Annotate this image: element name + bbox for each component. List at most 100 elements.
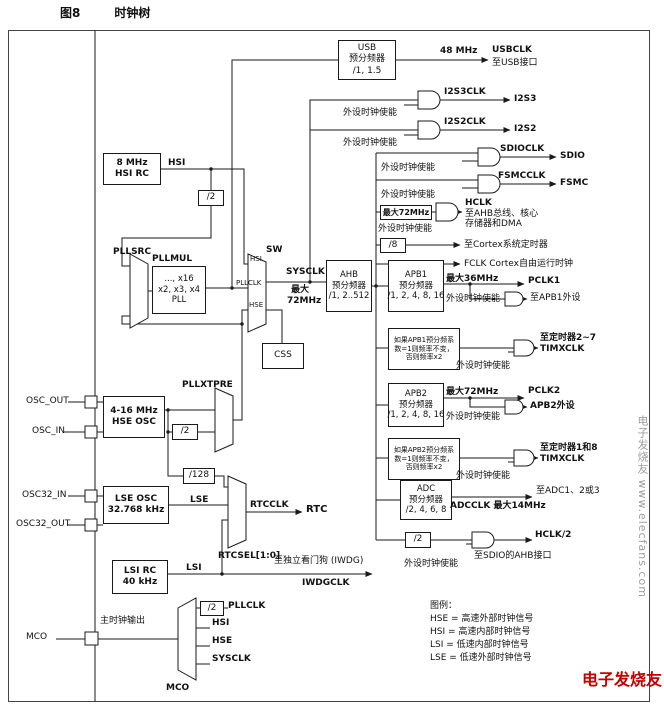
legend-item-2: LSI = 低速内部时钟信号 [430,640,529,650]
label-pclk2: PCLK2 [528,386,561,396]
label-pllxtpre: PLLXTPRE [182,380,233,390]
figure-name: 时钟树 [114,6,151,20]
label-osc-out: OSC_OUT [26,396,69,406]
legend-heading: 图例： [430,601,458,611]
label-en-sdio-ahb: 外设时钟使能 [404,559,459,569]
label-to-ahb-1: 至AHB总线、核心 [465,209,539,219]
label-en-i2s2: 外设时钟使能 [343,138,398,148]
label-hclk: HCLK [465,198,492,208]
wires [56,57,557,665]
label-sdioclk: SDIOCLK [500,144,545,154]
label-sw-in-pllclk: PLLCLK [236,279,262,287]
and-gates [417,90,535,549]
label-mco-in-hsi: HSI [212,618,230,628]
label-en-tim27: 外设时钟使能 [456,361,511,371]
watermark-vertical-text: 电子发烧友 www.elecfans.com [636,415,649,598]
label-pllsrc: PLLSRC [113,247,152,257]
legend-item-3: LSE = 低速外部时钟信号 [430,653,532,663]
hclk-and-gate [435,202,459,222]
site-logo: 电子发烧友 [582,670,663,689]
hse-div2-box: /2 [172,424,198,440]
label-i2s2: I2S2 [514,124,537,134]
label-en-hclk: 外设时钟使能 [378,224,433,234]
apb1-tim-note-box: 如果APB1预分频系数=1则频率不变，否则频率x2 [388,328,460,370]
label-to-tim27: 至定时器2~7 [540,333,597,343]
label-to-cortex-timer: 至Cortex系统定时器 [464,240,548,250]
label-to-adc: 至ADC1、2或3 [536,486,600,496]
pllsrc-mux [129,253,149,329]
label-sw: SW [266,245,283,255]
label-to-tim18: 至定时器1和8 [540,443,598,453]
label-sw-in-hse: HSE [249,301,264,309]
label-fsmc: FSMC [560,178,589,188]
mco-div2-box: /2 [200,601,224,616]
label-osc32-in: OSC32_IN [22,490,67,500]
mux-shapes [129,253,267,681]
label-fsmcclk: FSMCCLK [498,171,546,181]
fsmc-and-gate [477,174,501,194]
label-hclk2: HCLK/2 [535,530,572,540]
sw-mux [247,253,267,333]
css-box: CSS [262,343,304,369]
label-i2s3: I2S3 [514,94,537,104]
sdio-div2-box: /2 [405,532,431,548]
label-osc-in: OSC_IN [32,426,65,436]
label-en-tim18: 外设时钟使能 [456,471,511,481]
osc32-out-pin-pad [84,518,98,532]
i2s2-and-gate [417,120,441,140]
osc-out-pin-pad [84,395,98,409]
mco-mux [177,597,197,681]
sdio-ahb-and-gate [471,531,495,549]
label-osc32-out: OSC32_OUT [16,519,71,529]
label-fclk: FCLK Cortex自由运行时钟 [464,259,573,269]
label-sdio: SDIO [560,151,585,161]
label-sw-in-hsi: HSI [250,255,262,263]
label-rtc: RTC [306,504,328,515]
label-apb2-per: APB2外设 [530,401,575,411]
label-timxclk-2: TIMXCLK [540,454,585,464]
legend-item-1: HSI = 高速内部时钟信号 [430,627,531,637]
pin-pads [84,395,99,646]
label-to-ahb-2: 存储器和DMA [465,219,522,229]
hclk-max-box: 最大72MHz [380,205,432,220]
div8-box: /8 [380,238,406,253]
label-en-pclk1: 外设时钟使能 [446,294,501,304]
label-usbclk: USBCLK [492,45,532,55]
label-mco-pin: MCO [26,632,48,642]
rtcsel-mux [227,475,247,549]
label-en-i2s3: 外设时钟使能 [343,108,398,118]
legend-items: HSE = 高速外部时钟信号 HSI = 高速内部时钟信号 LSI = 低速内部时钟… [430,613,533,665]
label-to-iwdg: 至独立看门狗 (IWDG) [274,556,364,566]
tim27-and-gate [513,339,535,357]
label-to-usb: 至USB接口 [492,58,538,68]
label-sysclk: SYSCLK [286,267,325,277]
tim18-and-gate [513,449,535,467]
hsi-div2-box: /2 [198,190,224,206]
label-max36: 最大36MHz [446,274,499,284]
label-rtcsel: RTCSEL[1:0] [218,551,281,561]
legend-item-0: HSE = 高速外部时钟信号 [430,614,534,624]
pclk1-and-gate [504,291,524,307]
label-48mhz: 48 MHz [440,46,478,56]
figure-label: 图8 [60,6,81,20]
label-hsi: HSI [168,158,186,168]
diagram-border [8,30,650,702]
figure-caption: 图8 时钟树 [60,4,150,21]
mco-pin-pad [84,631,99,646]
label-mco-in-sysclk: SYSCLK [212,654,251,664]
div128-box: /128 [183,468,215,484]
label-pllmul: PLLMUL [152,254,193,264]
label-sysclk-72mhz: 72MHz [287,296,322,306]
label-timxclk-1: TIMXCLK [540,344,585,354]
label-main-clock-out: 主时钟输出 [100,616,146,626]
label-to-sdio-ahb: 至SDIO的AHB接口 [474,551,552,561]
label-en-fsmc: 外设时钟使能 [381,190,436,200]
